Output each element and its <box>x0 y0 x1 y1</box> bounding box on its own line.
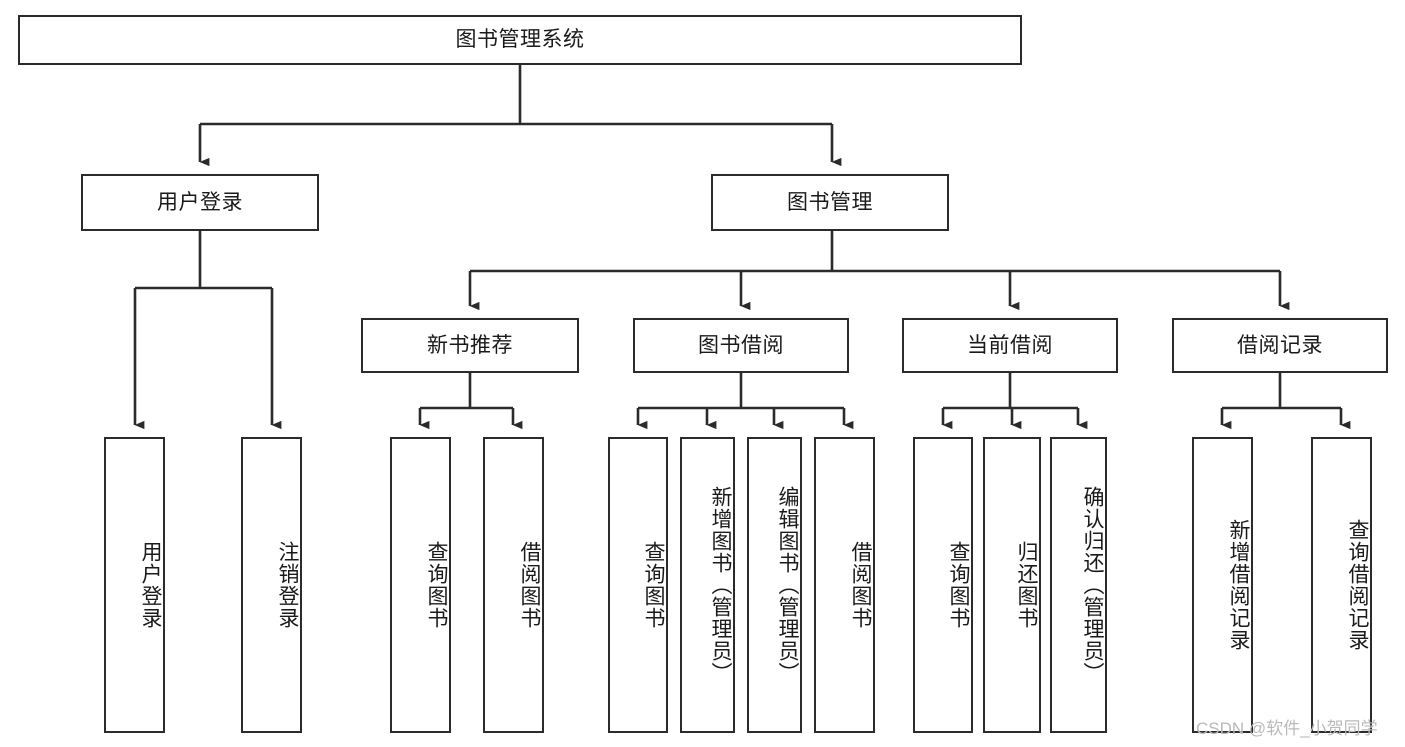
node-book-borrow-label: 图书借阅 <box>698 333 784 357</box>
node-borrow-record[interactable]: 借阅记录 <box>1172 318 1388 373</box>
node-current-borrow[interactable]: 当前借阅 <box>902 318 1118 373</box>
node-leaf-borrow-book-label: 借阅图书 <box>849 541 872 629</box>
node-leaf-recommend-query-book[interactable]: 查询图书 <box>390 437 451 733</box>
node-leaf-user-login[interactable]: 用户登录 <box>104 437 165 733</box>
node-root-label: 图书管理系统 <box>455 28 585 52</box>
node-leaf-add-book-admin-label: 新增图书（管理员） <box>709 486 732 684</box>
node-leaf-query-borrow-record-label: 查询借阅记录 <box>1346 519 1369 651</box>
node-leaf-confirm-return-admin-label: 确认归还（管理员） <box>1081 486 1104 684</box>
node-leaf-add-book-admin[interactable]: 新增图书（管理员） <box>680 437 735 733</box>
node-leaf-confirm-return-admin[interactable]: 确认归还（管理员） <box>1050 437 1107 733</box>
node-current-borrow-label: 当前借阅 <box>967 333 1053 357</box>
node-leaf-edit-book-admin-label: 编辑图书（管理员） <box>776 486 799 684</box>
node-leaf-borrow-query-book-label: 查询图书 <box>642 541 665 629</box>
csdn-watermark: CSDN @软件_小贺同学 <box>1196 719 1378 738</box>
node-new-book-recommend-label: 新书推荐 <box>427 333 513 357</box>
node-leaf-user-logout-label: 注销登录 <box>276 541 299 629</box>
node-leaf-edit-book-admin[interactable]: 编辑图书（管理员） <box>747 437 802 733</box>
node-borrow-record-label: 借阅记录 <box>1237 333 1323 357</box>
node-user-login-label: 用户登录 <box>157 190 243 214</box>
node-leaf-query-borrow-record[interactable]: 查询借阅记录 <box>1311 437 1372 733</box>
node-book-manage[interactable]: 图书管理 <box>711 174 949 231</box>
node-root[interactable]: 图书管理系统 <box>18 15 1022 65</box>
node-book-borrow[interactable]: 图书借阅 <box>633 318 849 373</box>
node-new-book-recommend[interactable]: 新书推荐 <box>361 318 579 373</box>
node-leaf-return-book-label: 归还图书 <box>1015 541 1038 629</box>
node-leaf-current-query-book-label: 查询图书 <box>947 541 970 629</box>
node-user-login[interactable]: 用户登录 <box>81 174 319 231</box>
node-leaf-add-borrow-record-label: 新增借阅记录 <box>1227 519 1250 651</box>
node-leaf-borrow-book[interactable]: 借阅图书 <box>814 437 875 733</box>
node-leaf-recommend-borrow-book[interactable]: 借阅图书 <box>483 437 544 733</box>
node-leaf-user-logout[interactable]: 注销登录 <box>241 437 302 733</box>
node-leaf-user-login-label: 用户登录 <box>139 541 162 629</box>
node-book-manage-label: 图书管理 <box>787 190 873 214</box>
node-leaf-recommend-query-book-label: 查询图书 <box>425 541 448 629</box>
node-leaf-add-borrow-record[interactable]: 新增借阅记录 <box>1192 437 1253 733</box>
node-leaf-current-query-book[interactable]: 查询图书 <box>913 437 973 733</box>
node-leaf-return-book[interactable]: 归还图书 <box>983 437 1041 733</box>
node-leaf-borrow-query-book[interactable]: 查询图书 <box>608 437 668 733</box>
node-leaf-recommend-borrow-book-label: 借阅图书 <box>518 541 541 629</box>
